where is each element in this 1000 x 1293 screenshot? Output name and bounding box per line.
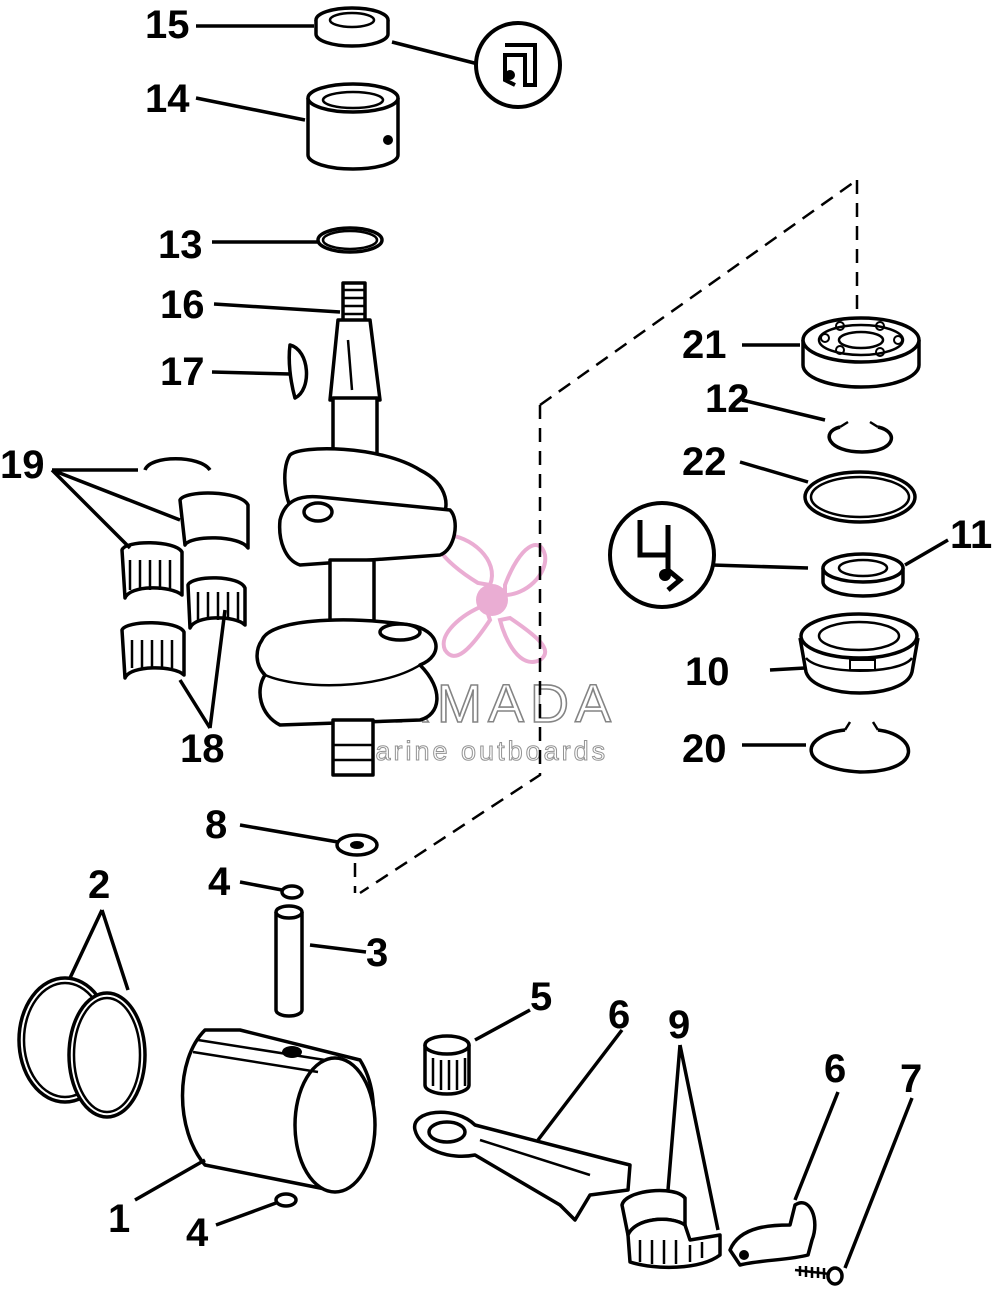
part-2-piston-rings [17,976,147,1119]
callout-15: 15 [145,3,190,47]
part-21-ball-bearing [801,316,921,389]
part-10-bearing-housing [798,612,920,695]
seal-profile-icon [608,501,716,609]
part-4-wrist-pin-clip-upper [280,884,304,900]
part-18-needle-bearing [120,576,247,680]
callout-1: 1 [108,1197,130,1241]
callout-9: 9 [668,1003,690,1047]
callout-8: 8 [205,803,227,847]
part-1-piston [180,1028,377,1194]
part-6-rod-cap [728,1201,817,1267]
part-6-connecting-rod [413,1110,632,1222]
callout-22: 22 [682,440,727,484]
callout-10: 10 [685,650,730,694]
callout-17: 17 [160,350,205,394]
part-3-wrist-pin [274,904,304,1018]
part-9-rod-bearing-cage [620,1188,722,1270]
callout-14: 14 [145,77,190,121]
part-19-bearing-retainer [120,457,250,600]
part-14-bearing-sleeve [306,82,400,171]
part-16-crankshaft [255,281,457,777]
part-5-needle-bearing [423,1034,471,1096]
propeller-logo-icon [434,532,548,664]
callout-21: 21 [682,323,727,367]
watermark-tagline: marine outboards [350,736,608,766]
callout-12: 12 [705,377,750,421]
callout-11: 11 [950,513,992,557]
callout-18: 18 [180,727,225,771]
part-17-woodruff-key [287,343,309,400]
part-15-oil-seal [314,6,390,48]
callout-6-cap: 6 [824,1047,846,1091]
part-4-wrist-pin-clip-lower [274,1192,298,1208]
callout-4-lower: 4 [186,1211,209,1255]
part-20-large-snap-ring [809,721,911,774]
part-12-snap-ring [827,420,893,454]
callout-7: 7 [900,1057,922,1101]
callout-6-rod: 6 [608,993,630,1037]
part-11-lower-oil-seal [821,552,905,598]
callout-20: 20 [682,727,727,771]
assembly-dashed-line [353,178,859,895]
part-13-retaining-ring [316,226,384,254]
oil-seal-lip-icon [474,21,562,109]
part-7-rod-screw [794,1266,844,1286]
part-22-o-ring [803,470,917,524]
callout-4-upper: 4 [208,860,231,904]
callout-labels: 15 14 13 16 17 19 18 8 4 3 2 1 4 5 6 9 6… [0,3,992,1255]
callout-16: 16 [160,283,205,327]
callout-13: 13 [158,223,203,267]
part-8-washer [335,833,379,857]
callout-19: 19 [0,443,45,487]
callout-5: 5 [530,975,552,1019]
callout-3: 3 [366,931,388,975]
callout-2: 2 [88,863,110,907]
